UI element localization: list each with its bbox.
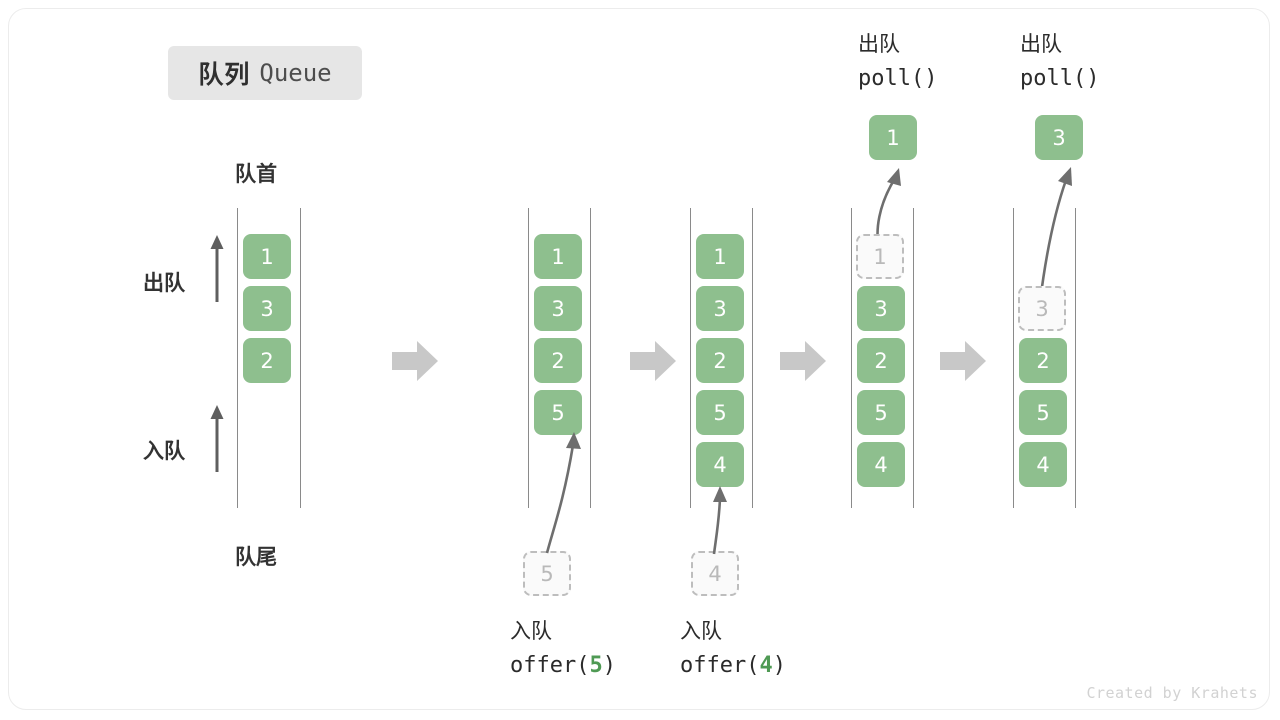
caption-poll-1-line1: 出队 [858,33,900,56]
caption-poll-1-post: ) [924,66,938,91]
step-arrow-3 [780,341,826,381]
queue-rail-right-stage1 [300,208,301,508]
step-arrow-4 [940,341,986,381]
queue-item-stage4-1: 2 [857,338,905,383]
caption-poll-3-line2: poll() [1020,62,1099,96]
step-arrow-2 [630,341,676,381]
queue-item-stage5-0: 2 [1019,338,1067,383]
popped-box-1: 1 [869,115,917,160]
caption-offer-4-post: ) [772,653,786,678]
queue-item-stage2-2: 2 [534,338,582,383]
queue-item-stage3-3: 5 [696,390,744,435]
queue-item-stage1-1: 3 [243,286,291,331]
caption-offer-4: 入队 offer(4) [680,615,786,683]
caption-offer-5-arg: 5 [589,653,603,678]
enqueue-direction-arrow [210,405,224,472]
caption-offer-5-line1: 入队 [510,620,552,643]
watermark: Created by Krahets [1086,684,1258,702]
caption-offer-5-line2: offer(5) [510,649,616,683]
caption-poll-3-pre: poll( [1020,66,1087,91]
ghost-box-poll-1: 1 [856,234,904,279]
ghost-box-poll-3: 3 [1018,286,1066,331]
caption-offer-5-post: ) [602,653,616,678]
queue-item-stage2-1: 3 [534,286,582,331]
caption-poll-1: 出队 poll() [858,28,937,96]
queue-rail-left-stage2 [528,208,529,508]
ghost-box-offer-4: 4 [691,551,739,596]
offer-arrow-5 [545,432,581,554]
queue-item-stage5-1: 5 [1019,390,1067,435]
caption-offer-4-arg: 4 [759,653,773,678]
queue-rail-left-stage3 [690,208,691,508]
popped-box-3: 3 [1035,115,1083,160]
caption-poll-3-line1: 出队 [1020,33,1062,56]
queue-item-stage2-3: 5 [534,390,582,435]
poll-arrow-3 [1038,167,1072,303]
dequeue-label-stage1: 出队 [143,272,185,295]
step-arrow-1 [392,341,438,381]
queue-item-stage3-0: 1 [696,234,744,279]
queue-rail-left-stage5 [1013,208,1014,508]
queue-item-stage3-4: 4 [696,442,744,487]
queue-item-stage5-2: 4 [1019,442,1067,487]
queue-item-stage2-0: 1 [534,234,582,279]
queue-item-stage3-2: 2 [696,338,744,383]
queue-item-stage3-1: 3 [696,286,744,331]
queue-rail-right-stage2 [590,208,591,508]
queue-rail-right-stage5 [1075,208,1076,508]
queue-item-stage4-0: 3 [857,286,905,331]
queue-item-stage1-2: 2 [243,338,291,383]
queue-rail-right-stage3 [752,208,753,508]
queue-rail-right-stage4 [913,208,914,508]
ghost-box-offer-5: 5 [523,551,571,596]
queue-rail-left-stage4 [851,208,852,508]
queue-item-stage1-0: 1 [243,234,291,279]
caption-poll-3-post: ) [1086,66,1100,91]
enqueue-label-stage1: 入队 [143,440,185,463]
queue-rail-left-stage1 [237,208,238,508]
queue-item-stage4-3: 4 [857,442,905,487]
dequeue-direction-arrow [210,235,224,302]
caption-offer-5-pre: offer( [510,653,590,678]
caption-offer-4-pre: offer( [680,653,760,678]
queue-head-label: 队首 [235,163,277,186]
caption-offer-4-line2: offer(4) [680,649,786,683]
title-badge: 队列 Queue [168,46,362,100]
caption-offer-5: 入队 offer(5) [510,615,616,683]
title-cn: 队列 [198,61,251,89]
queue-tail-label: 队尾 [235,546,277,569]
caption-poll-1-line2: poll() [858,62,937,96]
caption-poll-3: 出队 poll() [1020,28,1099,96]
title-en: Queue [259,59,332,87]
caption-offer-4-line1: 入队 [680,620,722,643]
offer-arrow-4 [712,486,727,555]
caption-poll-1-pre: poll( [858,66,925,91]
queue-item-stage4-2: 5 [857,390,905,435]
